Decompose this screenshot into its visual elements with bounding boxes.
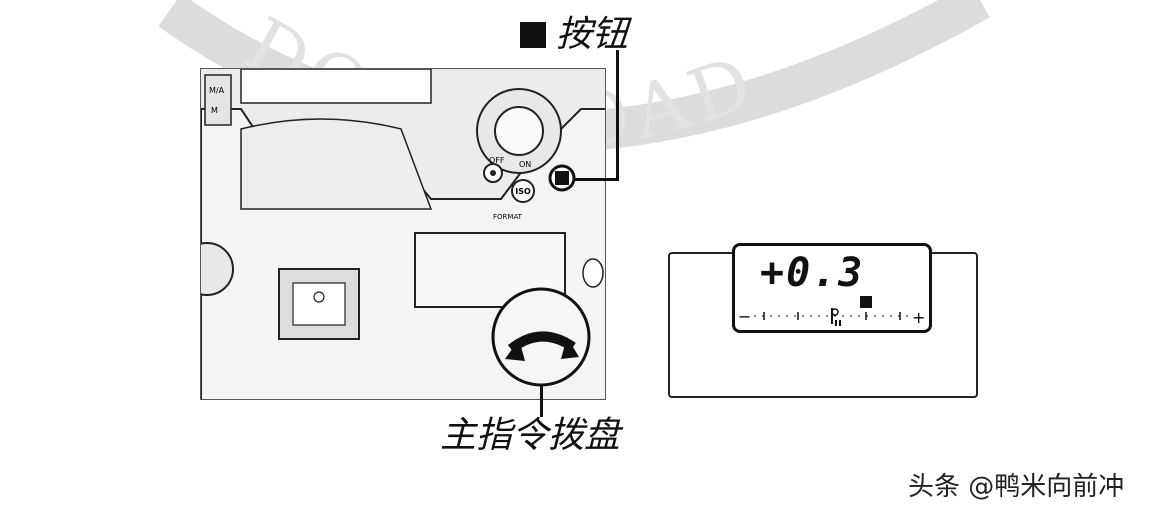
arrow-head-right-icon xyxy=(561,337,579,359)
camera-top-illustration: M/A M FORMAT OFF ON ISO xyxy=(200,68,606,400)
format-mark: FORMAT xyxy=(493,213,523,221)
scale-minus: − xyxy=(738,307,751,326)
exposure-scale: − + xyxy=(738,296,925,327)
power-off-label: OFF xyxy=(489,156,505,165)
ev-compensation-icon xyxy=(520,22,546,48)
iso-label: ISO xyxy=(515,187,531,196)
credit-watermark: 头条 @鸭米向前冲 xyxy=(908,472,1125,502)
prism-hump xyxy=(240,118,433,210)
camera-drawing: M/A M FORMAT OFF ON ISO xyxy=(201,69,605,399)
strap-eyelet xyxy=(582,258,604,288)
shutter-release-button xyxy=(494,106,544,156)
main-dial-label: 主指令拨盘 xyxy=(440,415,621,456)
hot-shoe-contacts xyxy=(292,282,346,326)
ev-button-callout: 按钮 xyxy=(520,14,628,56)
mode-mark-ma: M/A xyxy=(209,86,225,95)
scale-ev-icon xyxy=(860,296,872,308)
scale-ticks xyxy=(754,308,912,326)
exposure-compensation-value: +0.3 xyxy=(760,250,865,296)
top-lcd-window xyxy=(240,69,432,104)
scale-plus: + xyxy=(912,308,925,327)
arrow-head-left-icon xyxy=(505,339,525,361)
ev-button-label: 按钮 xyxy=(556,14,629,55)
hot-shoe-pin xyxy=(313,291,325,303)
mode-mark-m: M xyxy=(211,106,218,115)
power-on-label: ON xyxy=(519,160,531,169)
ev-compensation-icon xyxy=(555,171,569,185)
mode-buttons xyxy=(204,74,232,126)
main-dial-leader-line xyxy=(540,385,543,417)
ev-button-leader-line-h xyxy=(574,178,619,181)
control-panel-lcd xyxy=(414,232,566,308)
left-mode-dial xyxy=(201,242,234,296)
hot-shoe xyxy=(278,268,360,340)
record-dot-icon xyxy=(490,170,496,176)
iso-button xyxy=(511,179,535,203)
ev-button-leader-line xyxy=(616,50,619,180)
